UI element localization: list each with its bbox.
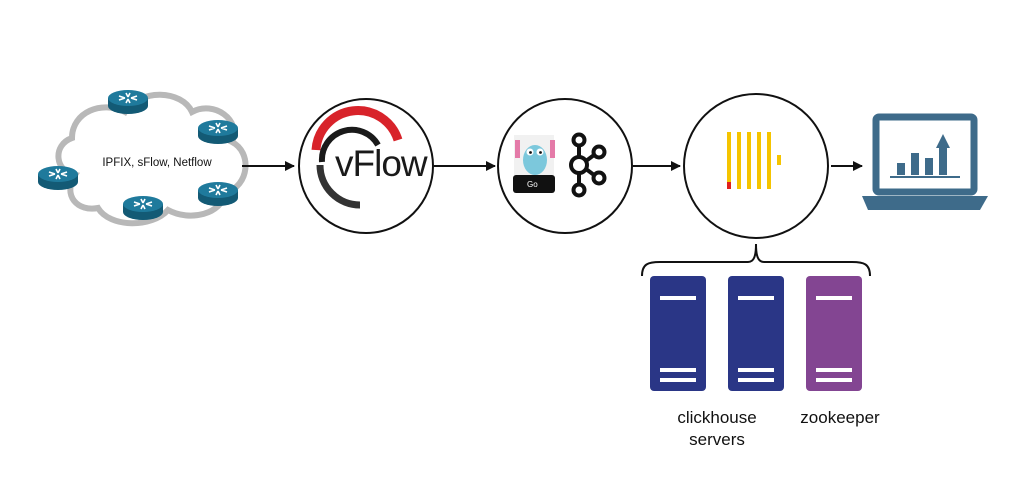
clickhouse-server-icon (650, 276, 706, 391)
router-icon (197, 181, 239, 207)
clickhouse-logo-icon (727, 132, 781, 189)
dashboard-laptop-icon (862, 113, 988, 210)
router-icon (122, 195, 164, 221)
zookeeper-server-icon (806, 276, 862, 391)
network-cloud (37, 89, 249, 227)
clickhouse-label-line1: clickhouse (677, 408, 757, 427)
cloud-protocols-label: IPFIX, sFlow, Netflow (102, 157, 212, 169)
vflow-logo-icon (311, 106, 403, 209)
go-label: Go (527, 180, 538, 189)
router-icon (197, 119, 239, 145)
router-icon (37, 165, 79, 191)
vflow-node (298, 98, 434, 234)
server-group-brace (641, 243, 871, 277)
go-gopher-icon (513, 135, 555, 193)
kafka-icon (569, 132, 607, 198)
router-icon (107, 89, 149, 115)
vflow-logo-text: vFlow (335, 143, 428, 184)
go-kafka-node (497, 98, 633, 234)
clickhouse-node (683, 93, 829, 239)
clickhouse-servers-label: clickhouse servers (662, 407, 772, 451)
clickhouse-server-icon (728, 276, 784, 391)
clickhouse-label-line2: servers (689, 430, 745, 449)
zookeeper-label: zookeeper (800, 408, 880, 427)
